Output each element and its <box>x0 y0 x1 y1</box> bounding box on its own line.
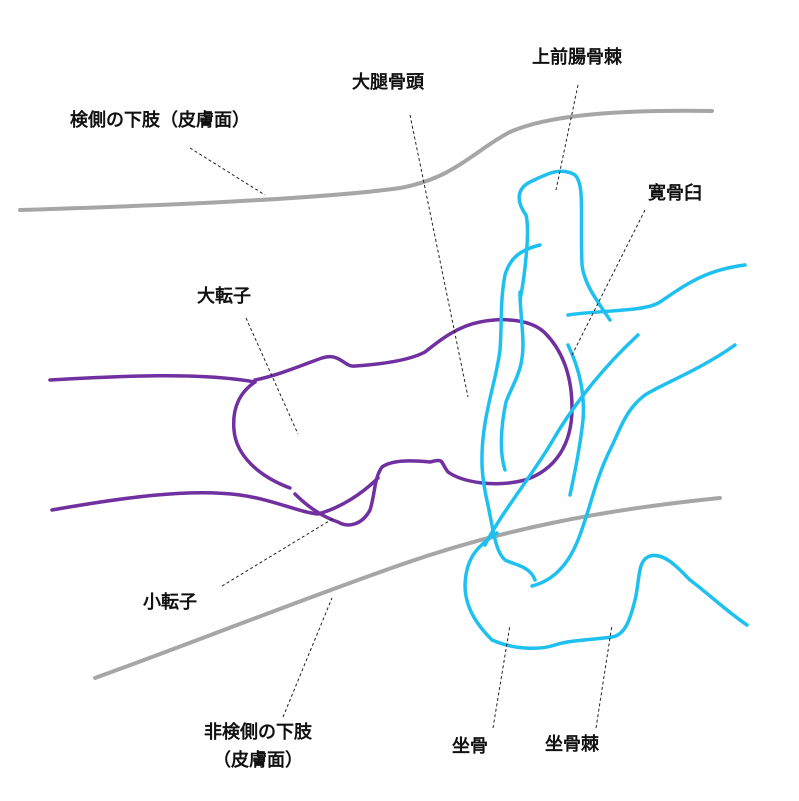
label-asis: 上前腸骨棘 <box>532 47 622 68</box>
leader-lesser-trochanter <box>221 517 335 587</box>
affected-limb-skin-line <box>18 108 714 212</box>
iliopectineal-line <box>483 333 640 547</box>
acetabulum-rim-inner <box>499 290 525 472</box>
greater-trochanter-lower-loop <box>231 380 292 490</box>
femur-outline <box>48 317 574 527</box>
femur-shaft-upper-edge <box>48 373 257 384</box>
leader-asis <box>555 84 579 191</box>
label-femoral-head: 大腿骨頭 <box>352 72 424 93</box>
acetabulum-posterior-curve <box>566 343 586 497</box>
skin-lines <box>18 108 722 680</box>
pelvis-outline <box>463 169 749 651</box>
label-unaffected-limb-line1: 非検側の下肢 <box>204 722 312 743</box>
label-unaffected-limb-line2: （皮膚面） <box>213 750 303 771</box>
label-affected-limb: 検側の下肢（皮膚面） <box>70 110 250 131</box>
unaffected-limb-skin-line <box>93 496 722 680</box>
ischium-outline <box>463 531 749 651</box>
posterior-column-line <box>530 343 737 588</box>
leader-lines <box>189 84 646 729</box>
label-acetabulum: 寛骨臼 <box>648 183 702 204</box>
acetabulum-rim-anterior <box>480 243 542 582</box>
leader-ischial-spine <box>595 624 613 729</box>
ilium-rear-contour <box>566 263 747 317</box>
leader-ischium <box>492 624 511 729</box>
leader-femoral-head <box>409 114 469 398</box>
leader-greater-trochanter <box>245 317 299 435</box>
label-greater-trochanter: 大転子 <box>197 286 251 307</box>
leader-affected-limb <box>189 147 266 196</box>
greater-trochanter-outline <box>253 317 574 527</box>
leader-unaffected-limb <box>282 597 333 718</box>
femur-shaft-lower-edge <box>50 476 380 516</box>
label-lesser-trochanter: 小転子 <box>143 592 197 613</box>
label-ischial-spine: 坐骨棘 <box>545 734 599 755</box>
label-ischium: 坐骨 <box>452 736 488 757</box>
asis-outline <box>517 169 612 322</box>
